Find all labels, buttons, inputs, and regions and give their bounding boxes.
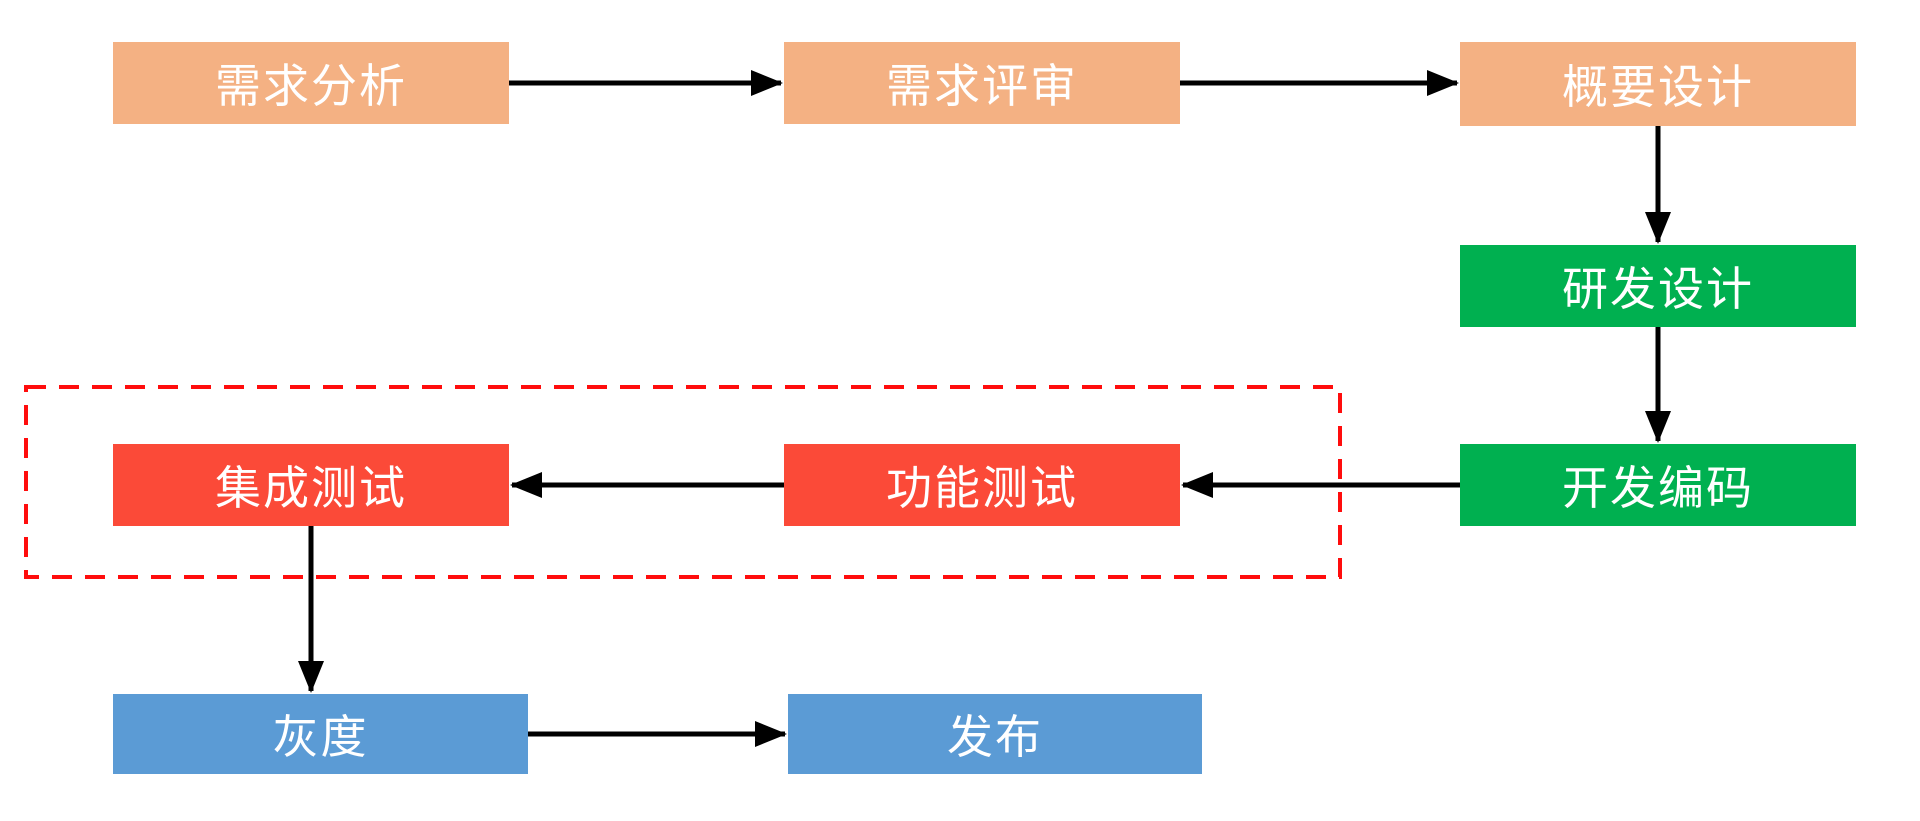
node-requirements-analysis: 需求分析 [113,42,509,124]
node-requirements-review: 需求评审 [784,42,1180,124]
node-integration-test: 集成测试 [113,444,509,526]
node-dev-coding: 开发编码 [1460,444,1856,526]
node-outline-design: 概要设计 [1460,42,1856,126]
node-gray-release: 灰度 [113,694,528,774]
node-release: 发布 [788,694,1202,774]
node-functional-test: 功能测试 [784,444,1180,526]
test-group-dashed-outline [24,385,1342,579]
node-rd-design: 研发设计 [1460,245,1856,327]
